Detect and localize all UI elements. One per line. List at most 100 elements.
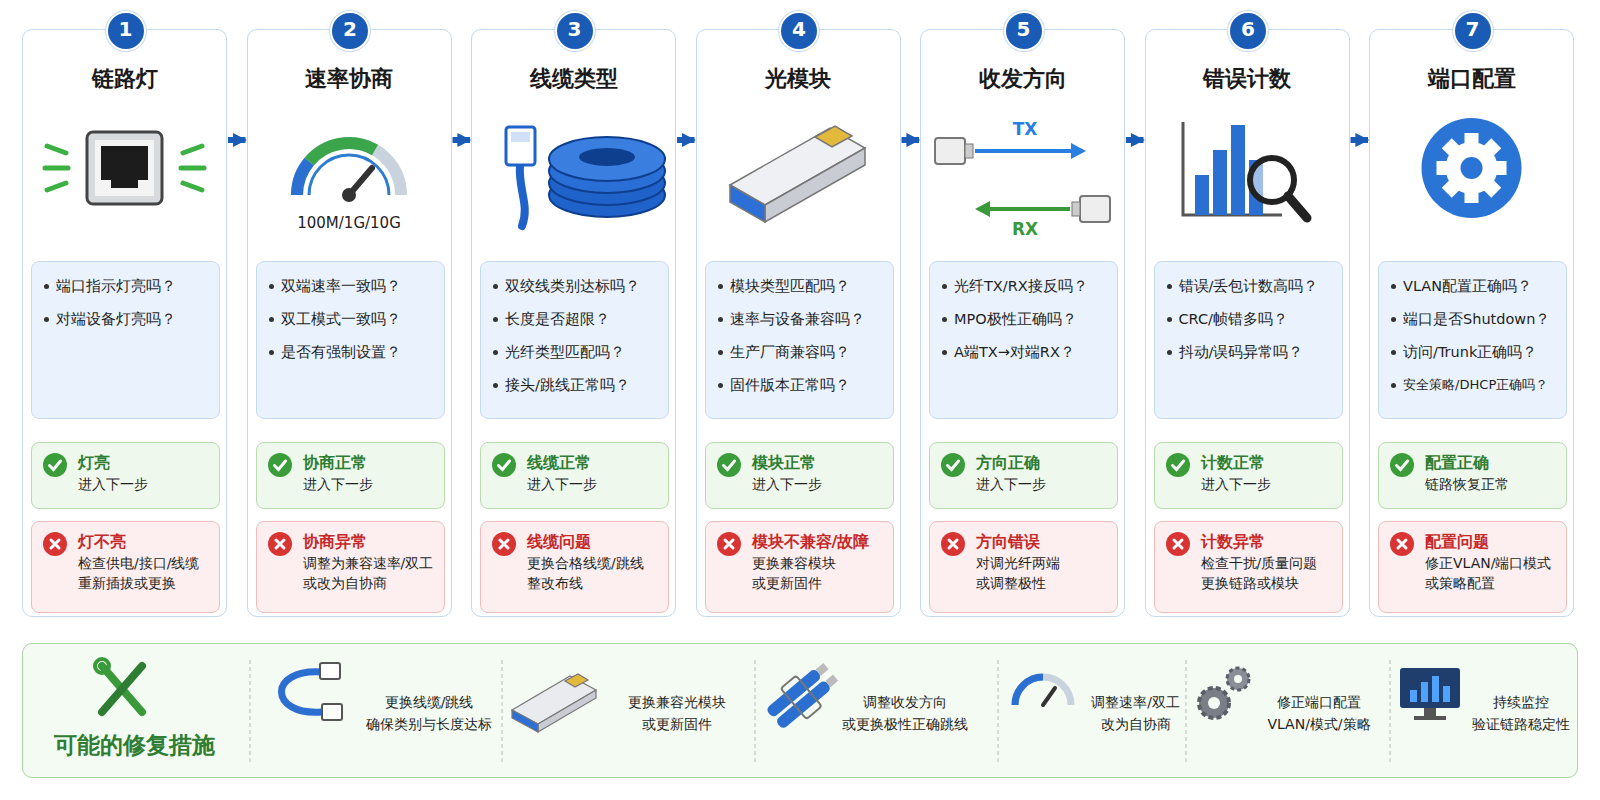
cable-icon (506, 127, 665, 226)
check-question: 长度是否超限？ (491, 308, 662, 330)
step-card: 错误计数6错误/丢包计数高吗？CRC/帧错多吗？抖动/误码异常吗？计数正常进入下… (1145, 29, 1350, 617)
sfp-small-icon (512, 674, 596, 732)
fix-band: 可能的修复措施更换线缆/跳线 确保类别与长度达标更换兼容光模块 或更新固件调整收… (22, 643, 1578, 778)
step-card: 速率协商2双端速率一致吗？双工模式一致吗？是否有强制设置？协商正常进入下一步协商… (247, 29, 452, 617)
check-box: 双绞线类别达标吗？长度是否超限？光纤类型匹配吗？接头/跳线正常吗？ (480, 261, 669, 419)
step-card: 端口配置7VLAN配置正确吗？端口是否Shutdown？访问/Trunk正确吗？… (1369, 29, 1574, 617)
step-number-text: 4 (781, 13, 817, 45)
step-number-text: 7 (1455, 13, 1491, 45)
step-title: 链路灯 (23, 64, 226, 94)
fail-action: 检查干扰/质量问题 更换链路或模块 (1201, 553, 1336, 593)
flow-arrow (1351, 137, 1369, 143)
check-question: A端TX→对端RX？ (940, 341, 1111, 363)
check-box: 光纤TX/RX接反吗？ MPO极性正确吗？ A端TX→对端RX？ (929, 261, 1118, 419)
step-title: 错误计数 (1146, 64, 1349, 94)
fail-title: 计数异常 (1201, 531, 1336, 553)
check-question: 安全策略/DHCP正确吗？ (1389, 374, 1560, 396)
cross-icon (268, 532, 292, 556)
gears-icon (1199, 668, 1249, 718)
cross-icon (941, 532, 965, 556)
fix-item: 更换兼容光模块 或更新固件 (614, 691, 739, 735)
pass-box: 线缆正常进入下一步 (480, 442, 669, 509)
check-question: 对端设备灯亮吗？ (42, 308, 213, 330)
check-question: 接头/跳线正常吗？ (491, 374, 662, 396)
check-question: 端口是否Shutdown？ (1389, 308, 1560, 330)
check-question: 速率与设备兼容吗？ (716, 308, 887, 330)
step-number: 7 (1453, 11, 1493, 51)
check-icon (717, 453, 741, 477)
check-question: 错误/丢包计数高吗？ (1165, 275, 1336, 297)
fail-title: 配置问题 (1425, 531, 1560, 553)
check-icon (492, 453, 516, 477)
check-icon (1166, 453, 1190, 477)
cross-icon (492, 532, 516, 556)
step-title: 端口配置 (1370, 64, 1573, 94)
step-number: 1 (106, 11, 146, 51)
step-card: 收发方向5光纤TX/RX接反吗？MPO极性正确吗？A端TX→对端RX？方向正确进… (920, 29, 1125, 617)
step-number-text: 2 (332, 13, 368, 45)
flow-arrow (228, 137, 246, 143)
step-title: 速率协商 (248, 64, 451, 94)
fail-title: 方向错误 (976, 531, 1111, 553)
check-box: VLAN配置正确吗？端口是否Shutdown？访问/Trunk正确吗？安全策略/… (1378, 261, 1567, 419)
flow-arrow (902, 137, 920, 143)
fix-item: 更换线缆/跳线 确保类别与长度达标 (359, 691, 499, 735)
check-question: 光纤类型匹配吗？ (491, 341, 662, 363)
fail-box: 模块不兼容/故障更换兼容模块 或更新固件 (705, 521, 894, 613)
fail-action: 调整为兼容速率/双工 或改为自协商 (303, 553, 438, 593)
step-number-text: 5 (1006, 13, 1042, 45)
fail-box: 方向错误对调光纤两端 或调整极性 (929, 521, 1118, 613)
check-question: 双端速率一致吗？ (267, 275, 438, 297)
step-number: 4 (779, 11, 819, 51)
check-question: 端口指示灯亮吗？ (42, 275, 213, 297)
step-title: 光模块 (697, 64, 900, 94)
lc-connector-icon (762, 657, 844, 735)
sfp-icon (730, 126, 865, 222)
pass-action: 进入下一步 (976, 474, 1111, 494)
step-card: 链路灯1端口指示灯亮吗？对端设备灯亮吗？灯亮进入下一步灯不亮检查供电/接口/线缆… (22, 29, 227, 617)
pass-action: 进入下一步 (303, 474, 438, 494)
fail-box: 线缆问题更换合格线缆/跳线 整改布线 (480, 521, 669, 613)
check-question: 固件版本正常吗？ (716, 374, 887, 396)
pass-title: 灯亮 (78, 452, 213, 474)
fail-box: 灯不亮检查供电/接口/线缆 重新插拔或更换 (31, 521, 220, 613)
fail-box: 计数异常检查干扰/质量问题 更换链路或模块 (1154, 521, 1343, 613)
rx-label: RX (1000, 219, 1050, 239)
step-number-text: 6 (1230, 13, 1266, 45)
step-number: 6 (1228, 11, 1268, 51)
flow-arrow (453, 137, 471, 143)
pass-title: 配置正确 (1425, 452, 1560, 474)
fail-title: 线缆问题 (527, 531, 662, 553)
check-question: MPO极性正确吗？ (940, 308, 1111, 330)
fix-item: 调整收发方向 或更换极性正确跳线 (840, 691, 970, 735)
fail-action: 更换合格线缆/跳线 整改布线 (527, 553, 662, 593)
fail-title: 模块不兼容/故障 (752, 531, 887, 553)
check-question: 双工模式一致吗？ (267, 308, 438, 330)
cross-icon (1390, 532, 1414, 556)
check-question: 模块类型匹配吗？ (716, 275, 887, 297)
step-number: 5 (1004, 11, 1044, 51)
tools-icon (95, 659, 142, 712)
fix-item: 调整速率/双工 改为自协商 (1078, 691, 1193, 735)
step-number-text: 3 (557, 13, 593, 45)
fail-action: 对调光纤两端 或调整极性 (976, 553, 1111, 593)
check-icon (941, 453, 965, 477)
cross-icon (1166, 532, 1190, 556)
check-box: 模块类型匹配吗？ 速率与设备兼容吗？ 生产厂商兼容吗？ 固件版本正常吗？ (705, 261, 894, 419)
flow-arrow (677, 137, 695, 143)
pass-title: 线缆正常 (527, 452, 662, 474)
pass-action: 进入下一步 (752, 474, 887, 494)
check-question: 光纤TX/RX接反吗？ (940, 275, 1111, 297)
step-title: 收发方向 (921, 64, 1124, 94)
speed-label: 100M/1G/10G (289, 214, 409, 232)
fail-box: 协商异常调整为兼容速率/双工 或改为自协商 (256, 521, 445, 613)
check-question: 访问/Trunk正确吗？ (1389, 341, 1560, 363)
check-question: 是否有强制设置？ (267, 341, 438, 363)
check-box: 端口指示灯亮吗？ 对端设备灯亮吗？ (31, 261, 220, 419)
step-card: 线缆类型3双绞线类别达标吗？长度是否超限？光纤类型匹配吗？接头/跳线正常吗？线缆… (471, 29, 676, 617)
check-question: 生产厂商兼容吗？ (716, 341, 887, 363)
gear-icon (1422, 118, 1522, 218)
pass-box: 配置正确链路恢复正常 (1378, 442, 1567, 509)
flow-arrow (1126, 137, 1144, 143)
step-card: 光模块4模块类型匹配吗？速率与设备兼容吗？生产厂商兼容吗？固件版本正常吗？模块正… (696, 29, 901, 617)
